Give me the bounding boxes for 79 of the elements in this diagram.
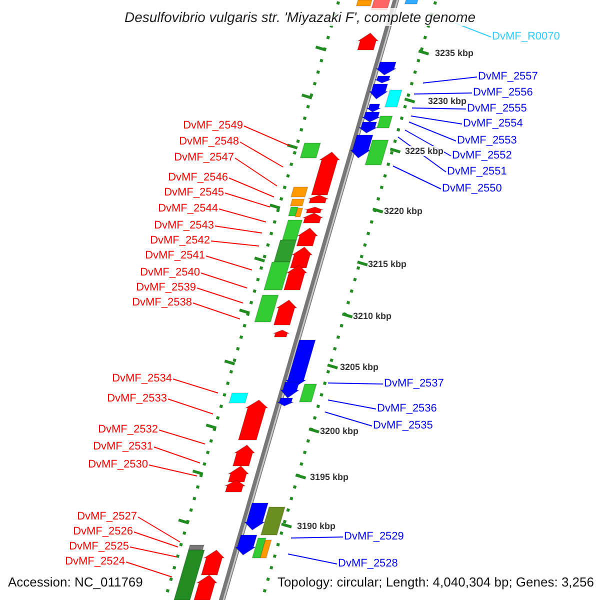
scale-label: 3195 kbp (310, 472, 349, 482)
leader-line (290, 536, 344, 538)
gene-label: DvMF_2531 (93, 440, 153, 454)
gene-label: DvMF_2535 (373, 420, 433, 432)
gene-label: DvMF_2544 (158, 202, 218, 216)
leader-line (414, 92, 472, 94)
gene-label: DvMF_2551 (447, 166, 507, 178)
leader-line (328, 400, 376, 410)
leader-line (422, 76, 478, 84)
leader-line (228, 178, 274, 198)
leader-line (148, 464, 198, 476)
gene-label: DvMF_2554 (463, 118, 523, 130)
leader-line (412, 108, 466, 110)
leader-line (210, 240, 260, 246)
gene-label: DvMF_2539 (136, 282, 196, 294)
leader-line (244, 126, 290, 146)
gene-label: DvMF_2526 (73, 526, 133, 538)
leader-line (134, 532, 178, 548)
gene-label: DvMF_2532 (98, 424, 158, 436)
gene-label: DvMF_2543 (154, 220, 214, 232)
leader-line (234, 158, 278, 186)
gene-label: DvMF_2528 (338, 558, 398, 570)
leader-line (392, 166, 442, 190)
gene-label: DvMF_2556 (473, 86, 533, 100)
leader-line (218, 208, 266, 222)
genome-info-text: Accession: NC_011769 (8, 574, 143, 590)
leader-line (196, 288, 244, 304)
scale-label: 3210 kbp (353, 311, 392, 321)
leader-line (240, 142, 284, 168)
scale-label: 3190 kbp (297, 521, 336, 531)
leader-line (328, 382, 384, 384)
leader-line (200, 272, 248, 288)
gene-label: DvMF_2537 (384, 378, 444, 390)
leader-line (192, 302, 240, 320)
gene-label: DvMF_2536 (377, 402, 437, 416)
scale-label: 3215 kbp (368, 259, 407, 269)
scale-label: 3205 kbp (340, 362, 379, 372)
leader-line (130, 546, 178, 558)
gene-label: DvMF_2533 (107, 392, 167, 406)
scale-label: 3225 kbp (405, 146, 444, 156)
gene-label: DvMF_2545 (164, 186, 224, 200)
leader-line (224, 192, 270, 208)
leader-line (138, 516, 180, 542)
gene-label: DvMF_2540 (140, 266, 200, 280)
leader-line (206, 256, 252, 270)
gene-label: DvMF_2547 (174, 152, 234, 164)
scale-label: 3220 kbp (384, 206, 423, 216)
gene-label: DvMF_2527 (77, 510, 137, 524)
gene-label: DvMF_2538 (132, 296, 192, 310)
gene-label: DvMF_2524 (65, 556, 125, 568)
gene-label: DvMF_2552 (452, 150, 512, 162)
gene-label: DvMF_2549 (183, 120, 243, 132)
gene-label: DvMF_2550 (442, 182, 502, 196)
leader-line (288, 554, 338, 564)
leader-line (410, 116, 462, 124)
gene-label: DvMF_2529 (344, 530, 404, 544)
scale-label: 3235 kbp (435, 48, 474, 58)
gene-label: DvMF_2555 (467, 102, 527, 116)
leader-line (324, 412, 372, 426)
leader-line (158, 430, 206, 444)
gene-label: DvMF_2525 (69, 540, 129, 554)
leader-line (168, 398, 214, 414)
gene-label: DvMF_2557 (478, 70, 538, 84)
gene-label: DvMF_2553 (457, 134, 517, 148)
leader-line (172, 378, 218, 394)
leader-line (408, 122, 456, 142)
gene-label: DvMF_2546 (168, 172, 228, 184)
leader-line (154, 446, 200, 464)
gene-label: DvMF_2534 (112, 372, 172, 386)
gene-label: DvMF_2530 (88, 458, 148, 472)
gene-label: DvMF_R0070 (492, 30, 560, 44)
gene-label: DvMF_2541 (145, 250, 205, 262)
leader-line (214, 226, 262, 234)
leader-line (126, 562, 172, 578)
scale-label: 3230 kbp (428, 96, 467, 106)
gene-label: DvMF_2548 (179, 136, 239, 148)
scale-label: 3200 kbp (320, 426, 359, 436)
genome-info-text: Topology: circular; Length: 4,040,304 bp; Genes: 3,256 (277, 574, 594, 590)
gene-label: DvMF_2542 (150, 234, 210, 248)
